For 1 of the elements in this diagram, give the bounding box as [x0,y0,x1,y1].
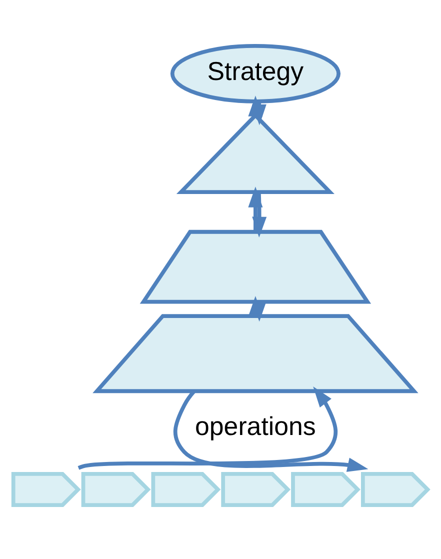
label: operations [195,413,316,442]
